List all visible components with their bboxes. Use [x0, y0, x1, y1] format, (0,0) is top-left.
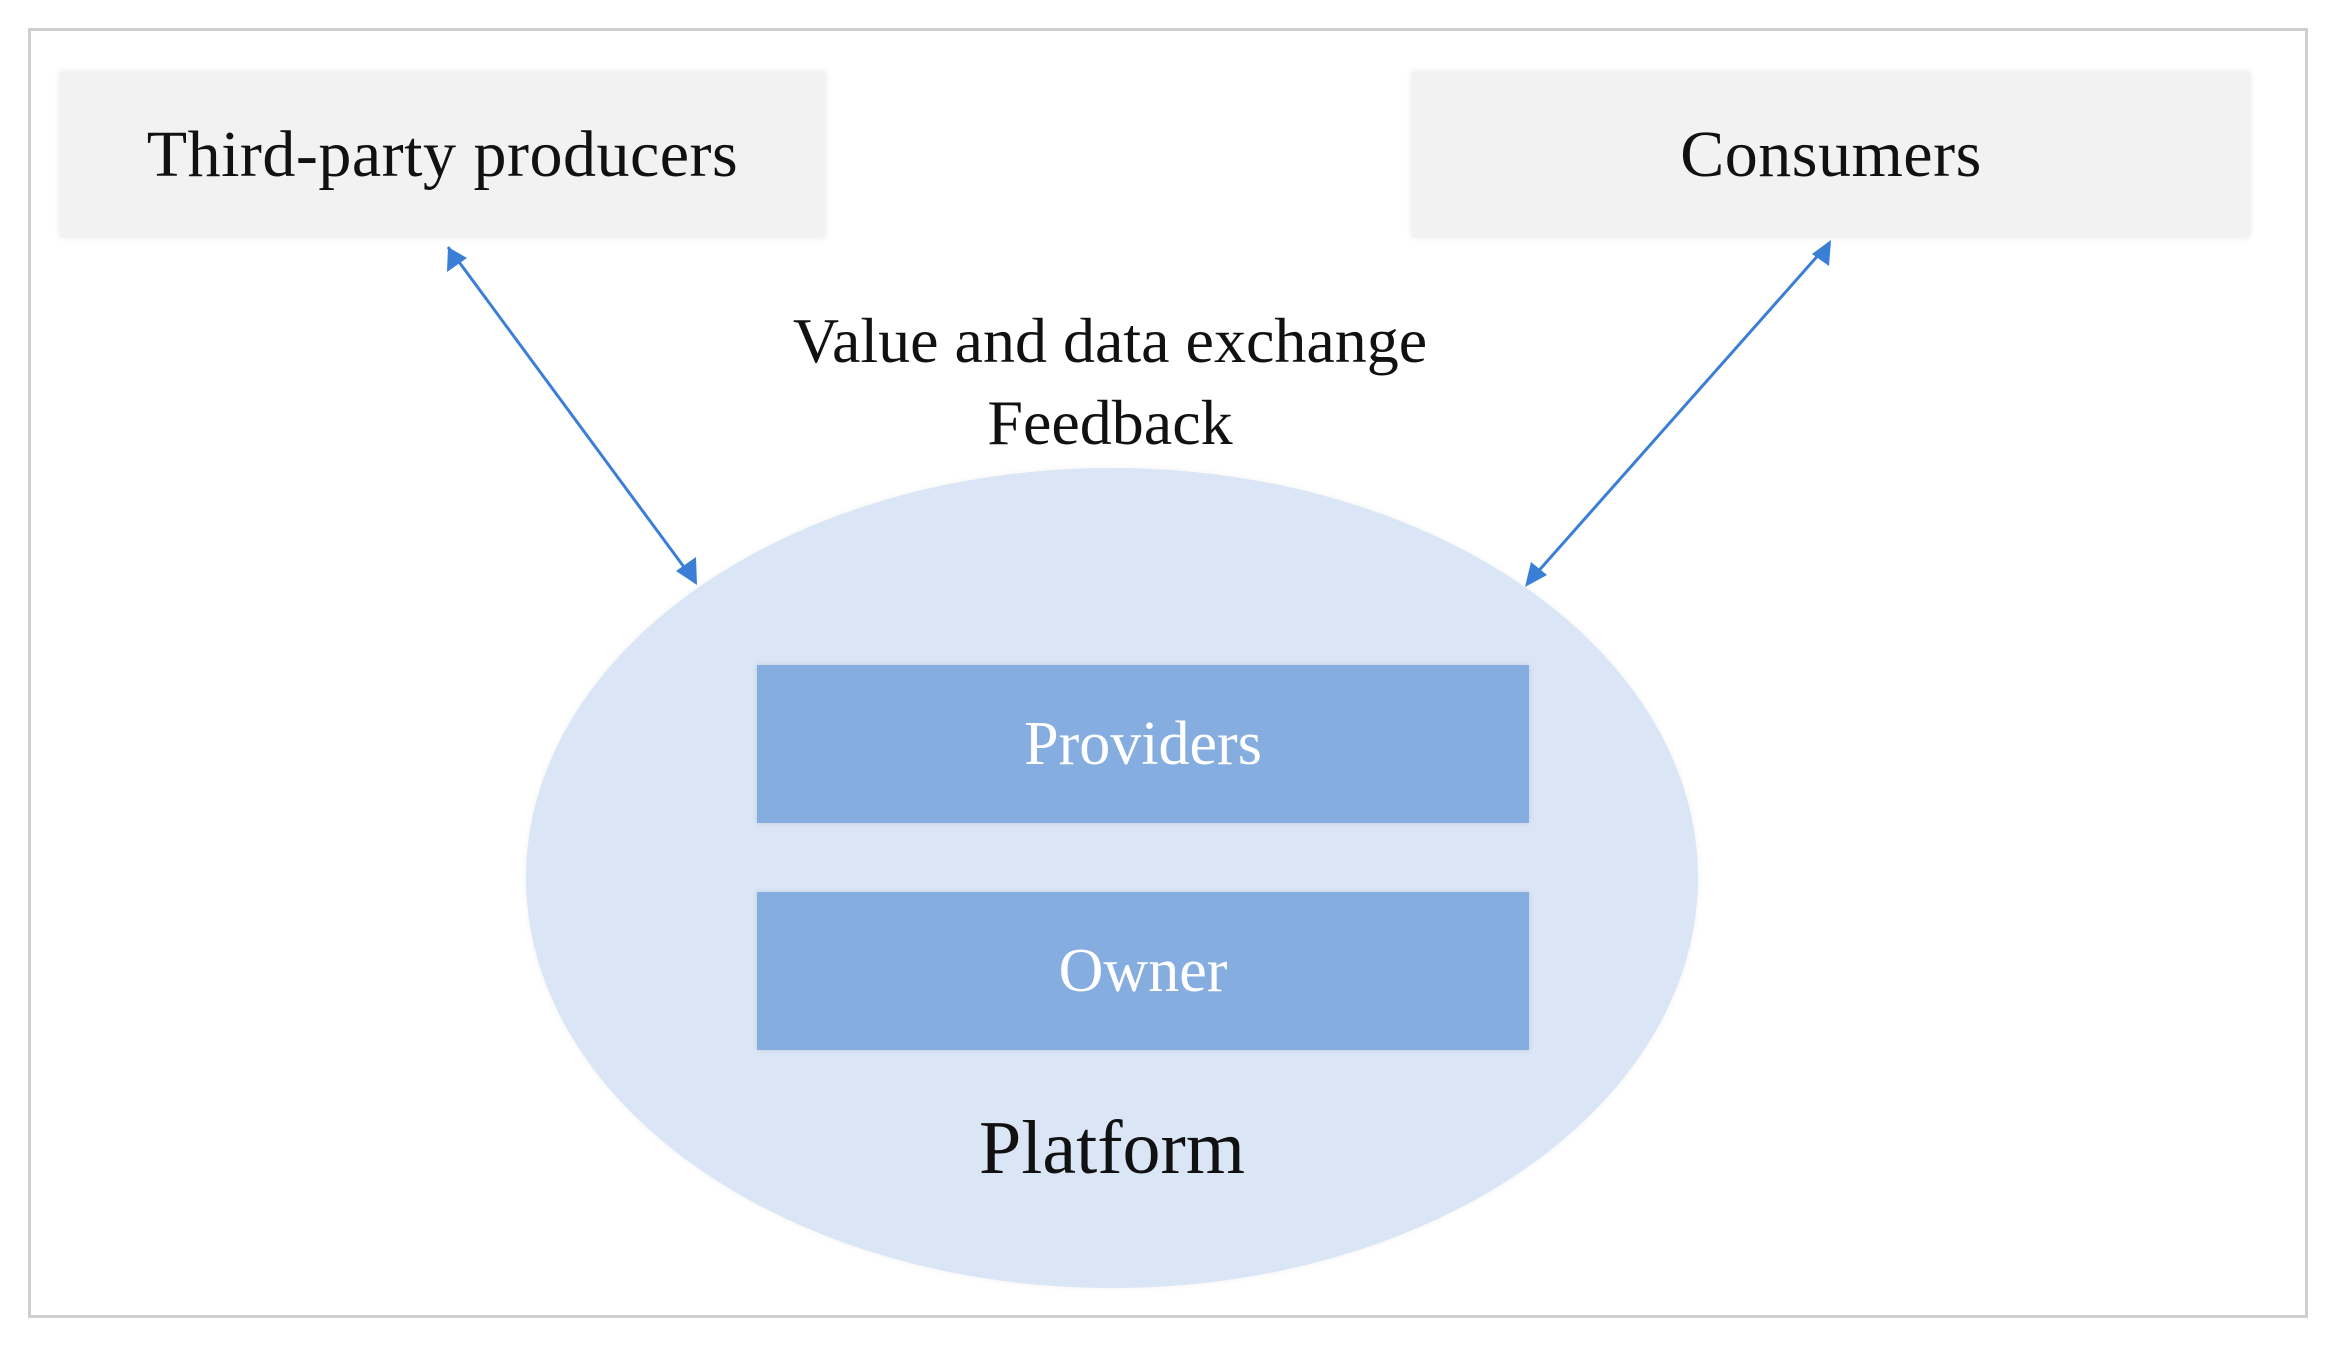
- platform-ellipse: [526, 468, 1698, 1288]
- owner-label: Owner: [1058, 936, 1228, 1005]
- feedback-label: Feedback: [987, 387, 1233, 458]
- consumers-box: Consumers: [1412, 72, 2250, 237]
- consumers-label: Consumers: [1680, 117, 1982, 191]
- third-party-producers-box: Third-party producers: [60, 72, 825, 237]
- exchange-label: Value and data exchange Feedback: [700, 300, 1520, 464]
- platform-label: Platform: [979, 1106, 1245, 1190]
- third-party-producers-label: Third-party producers: [146, 117, 739, 191]
- providers-bar: Providers: [757, 665, 1529, 823]
- value-data-exchange-label: Value and data exchange: [792, 305, 1428, 376]
- providers-label: Providers: [1024, 709, 1262, 778]
- owner-bar: Owner: [757, 892, 1529, 1050]
